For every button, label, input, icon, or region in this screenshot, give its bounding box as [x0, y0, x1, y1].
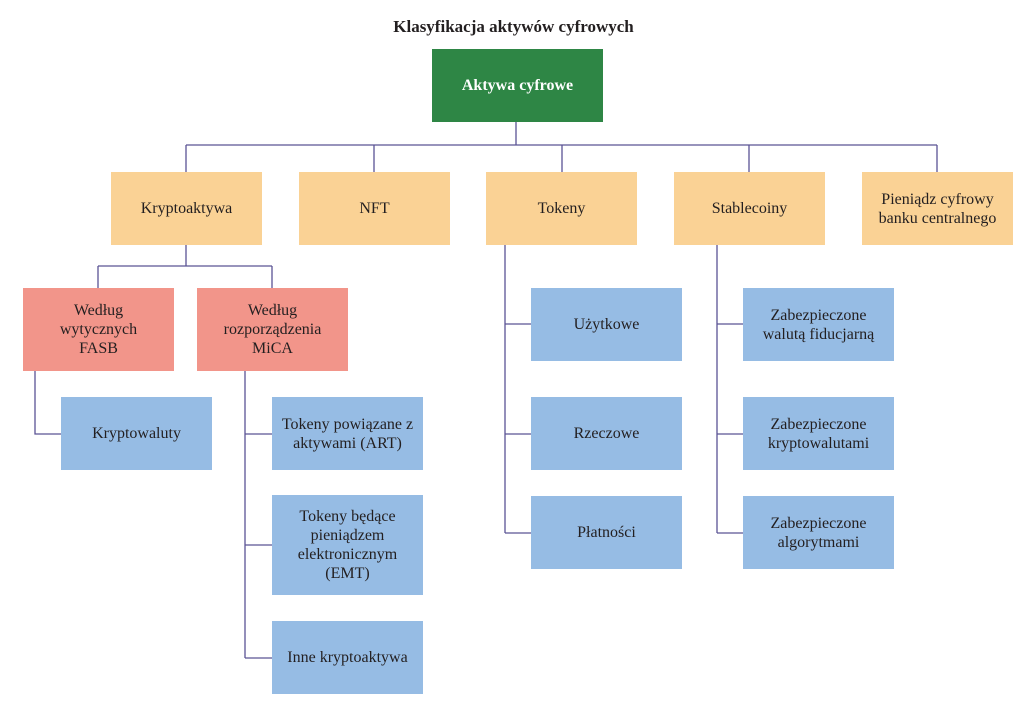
leaf-platnosci: Płatności [531, 496, 682, 569]
leaf-crypto-backed: Zabezpieczone kryptowalutami [743, 397, 894, 470]
leaf-kryptowaluty: Kryptowaluty [61, 397, 212, 470]
diagram-title: Klasyfikacja aktywów cyfrowych [393, 17, 634, 36]
leaf-emt: Tokeny będące pieniądzem elektronicznym … [272, 495, 423, 595]
leaf-rzeczowe: Rzeczowe [531, 397, 682, 470]
node-stablecoiny: Stablecoiny [674, 172, 825, 245]
node-nft: NFT [299, 172, 450, 245]
node-aktywa-cyfrowe: Aktywa cyfrowe [432, 49, 603, 122]
node-kryptoaktywa: Kryptoaktywa [111, 172, 262, 245]
node-fasb: Według wytycznych FASB [23, 288, 174, 371]
node-mica: Według rozporządzenia MiCA [197, 288, 348, 371]
leaf-inne-kryptoaktywa: Inne kryptoaktywa [272, 621, 423, 694]
leaf-art: Tokeny powiązane z aktywami (ART) [272, 397, 423, 470]
leaf-uzytkowe: Użytkowe [531, 288, 682, 361]
leaf-algorithmic: Zabezpieczone algorytmami [743, 496, 894, 569]
node-cbdc: Pieniądz cyfrowy banku centralnego [862, 172, 1013, 245]
node-tokeny: Tokeny [486, 172, 637, 245]
leaf-fiat-backed: Zabezpieczone walutą fiducjarną [743, 288, 894, 361]
connector-fasb-leaf [34, 371, 61, 435]
